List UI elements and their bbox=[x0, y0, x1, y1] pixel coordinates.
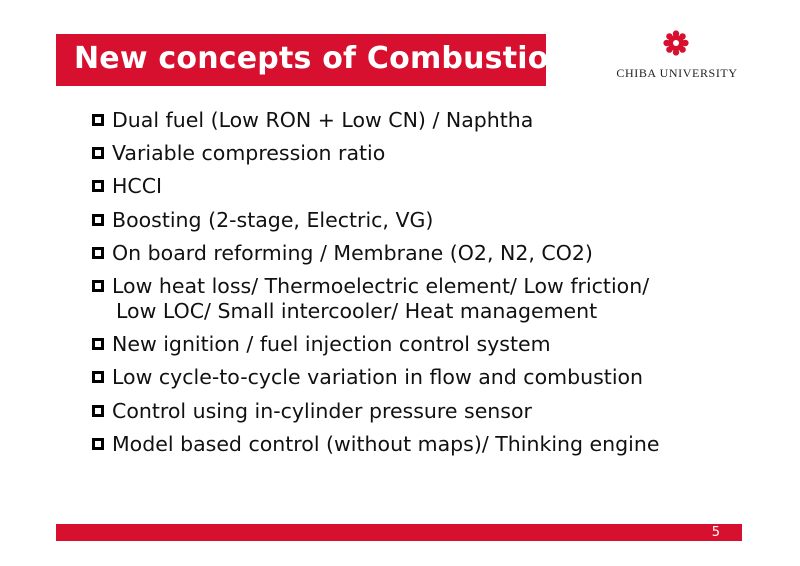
bullet-item: Model based control (without maps)/ Thin… bbox=[92, 432, 659, 457]
footer-bar: 5 bbox=[56, 524, 742, 541]
square-bullet-icon bbox=[92, 371, 104, 384]
square-bullet-icon bbox=[92, 246, 104, 259]
bullet-text: Low cycle-to-cycle variation in flow and… bbox=[112, 365, 644, 390]
bullet-text: Low heat loss/ Thermoelectric element/ L… bbox=[112, 273, 650, 298]
bullet-item: Variable compression ratio bbox=[92, 141, 659, 166]
slide-title: New concepts of Combustion bbox=[74, 41, 571, 76]
university-logo: CHIBA UNIVERSITY bbox=[606, 30, 746, 90]
square-bullet-icon bbox=[92, 338, 104, 351]
bullet-text: Boosting (2-stage, Electric, VG) bbox=[112, 207, 434, 232]
bullet-item: Boosting (2-stage, Electric, VG) bbox=[92, 208, 659, 233]
page-number: 5 bbox=[711, 525, 720, 540]
bullet-text: Control using in-cylinder pressure senso… bbox=[112, 398, 532, 423]
bullet-item: Low heat loss/ Thermoelectric element/ L… bbox=[92, 274, 659, 324]
bullet-item: On board reforming / Membrane (O2, N2, C… bbox=[92, 241, 659, 266]
chiba-emblem-icon bbox=[663, 30, 689, 56]
square-bullet-icon bbox=[92, 147, 104, 160]
bullet-item: New ignition / fuel injection control sy… bbox=[92, 332, 659, 357]
bullet-text: On board reforming / Membrane (O2, N2, C… bbox=[112, 240, 593, 265]
square-bullet-icon bbox=[92, 114, 104, 126]
bullet-text: Dual fuel (Low RON + Low CN) / Naphtha bbox=[112, 108, 534, 132]
square-bullet-icon bbox=[92, 279, 104, 292]
square-bullet-icon bbox=[92, 180, 104, 193]
bullet-text: Model based control (without maps)/ Thin… bbox=[112, 431, 660, 456]
bullet-text: HCCI bbox=[112, 174, 163, 199]
bullet-list: Dual fuel (Low RON + Low CN) / Naphtha V… bbox=[92, 108, 659, 465]
bullet-item: Control using in-cylinder pressure senso… bbox=[92, 399, 659, 424]
square-bullet-icon bbox=[92, 213, 104, 226]
square-bullet-icon bbox=[92, 437, 104, 450]
title-bar: New concepts of Combustion bbox=[56, 34, 570, 86]
square-bullet-icon bbox=[92, 404, 104, 417]
bullet-text-continuation: Low LOC/ Small intercooler/ Heat managem… bbox=[116, 298, 598, 323]
bullet-item: Dual fuel (Low RON + Low CN) / Naphtha bbox=[92, 108, 659, 133]
bullet-text: New ignition / fuel injection control sy… bbox=[112, 332, 551, 357]
bullet-text: Variable compression ratio bbox=[112, 141, 386, 166]
bullet-item: HCCI bbox=[92, 174, 659, 199]
bullet-item: Low cycle-to-cycle variation in flow and… bbox=[92, 365, 659, 390]
logo-wordmark: CHIBA UNIVERSITY bbox=[616, 66, 738, 80]
